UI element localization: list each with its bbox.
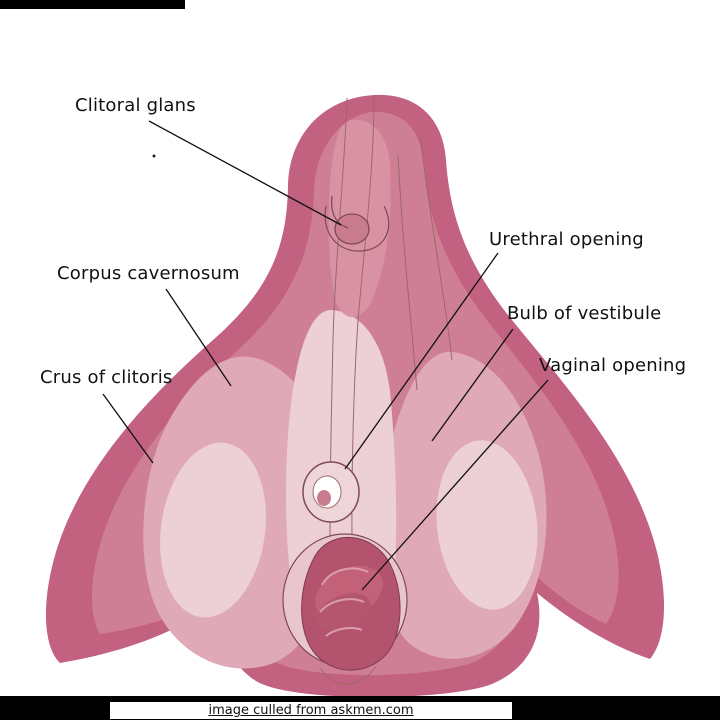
leader-line-urethral-opening (344, 252, 499, 470)
credit-box: image culled from askmen.com (110, 702, 512, 719)
label-bulb-of-vestibule: Bulb of vestibule (507, 303, 662, 324)
leader-line-crus-of-clitoris (102, 393, 154, 464)
label-urethral-opening: Urethral opening (489, 229, 644, 250)
stray-dot (152, 154, 156, 158)
label-clitoral-glans: Clitoral glans (75, 95, 196, 116)
leader-line-clitoral-glans (148, 120, 342, 226)
left-bulb-highlight (160, 442, 266, 618)
label-vaginal-opening: Vaginal opening (539, 355, 687, 376)
top-left-black-bar (0, 0, 185, 9)
label-crus-of-clitoris: Crus of clitoris (40, 367, 173, 388)
credit-text: image culled from askmen.com (208, 703, 414, 718)
right-bulb-highlight (436, 440, 538, 610)
vaginal-opening-shape (282, 533, 408, 671)
glans-hood-lines (324, 195, 390, 252)
clitoral-glans-shape (334, 213, 370, 245)
leader-lines (102, 120, 549, 591)
leader-line-bulb-of-vestibule (431, 328, 514, 442)
urethral-opening-shape (302, 461, 360, 523)
leader-line-vaginal-opening (361, 379, 549, 591)
label-corpus-cavernosum: Corpus cavernosum (57, 263, 240, 284)
leader-line-corpus-cavernosum (165, 288, 232, 387)
